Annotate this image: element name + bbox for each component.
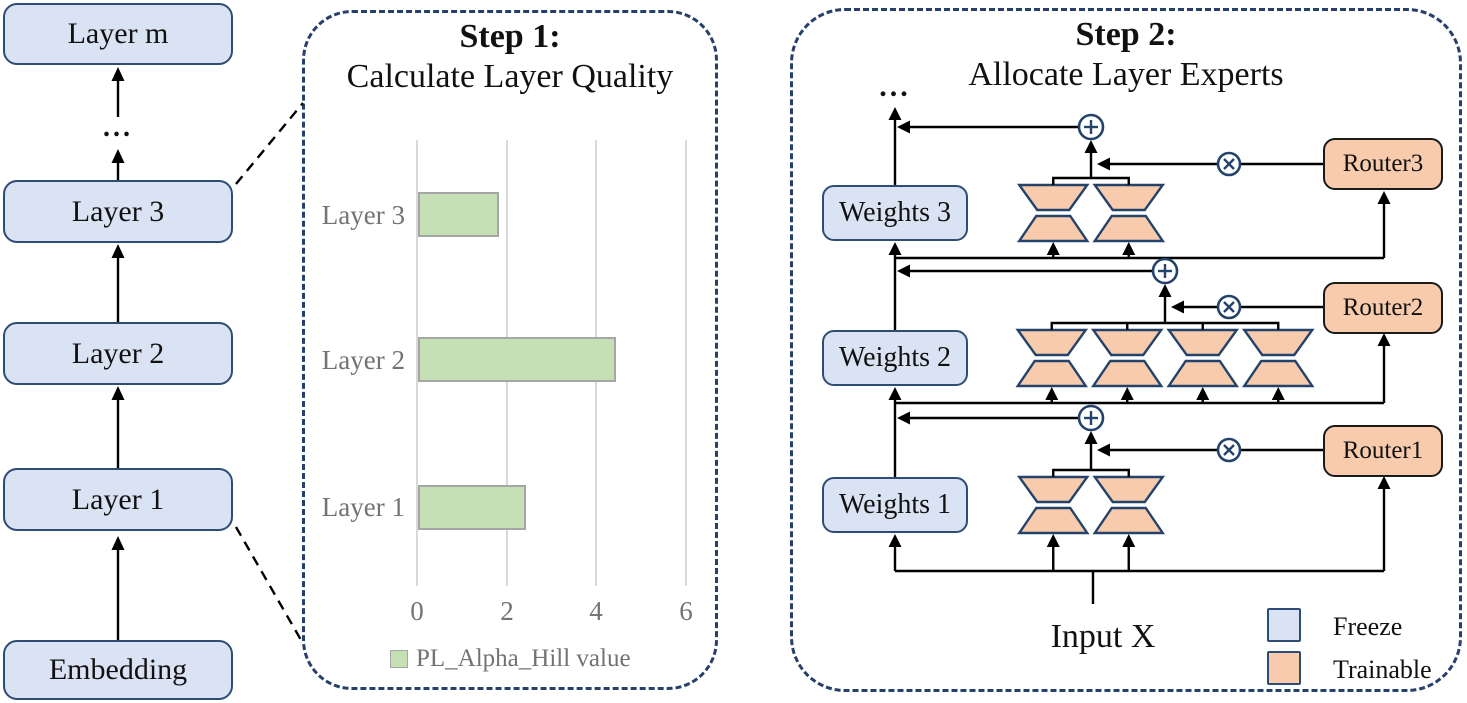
expert-shape	[1090, 328, 1164, 357]
expert-shape	[1092, 214, 1166, 243]
step1-panel	[302, 10, 718, 690]
chart-tick-label: 4	[589, 596, 603, 626]
expert-group-row-2	[1015, 284, 1315, 403]
weights2-label: Weights 2	[838, 342, 952, 373]
layer-box-1: Layer 1	[3, 468, 233, 531]
stack-ellipsis: ...	[103, 112, 133, 143]
weights3-label: Weights 3	[838, 197, 952, 228]
chart-tick-label: 2	[500, 596, 514, 626]
weights1-label: Weights 1	[838, 489, 952, 520]
expert-shape	[1092, 183, 1166, 212]
expert-shape	[1016, 506, 1090, 535]
expert-shape	[1241, 328, 1315, 357]
layer-box-m: Layer m	[3, 3, 233, 65]
chart-tick-label: 6	[679, 596, 693, 626]
chart-category-label: Layer 2	[321, 345, 405, 375]
chart-bar-layer2	[418, 337, 616, 382]
times-circle-icon	[1216, 437, 1242, 463]
expert-group-row-3	[1016, 140, 1166, 258]
step1-subtitle: Calculate Layer Quality	[346, 58, 674, 95]
router1-box: Router1	[1323, 425, 1443, 477]
plus-circle-icon	[1077, 404, 1105, 432]
chart-legend-label: PL_Alpha_Hill value	[416, 645, 631, 672]
expert-shape	[1092, 475, 1166, 504]
expert-shape	[1016, 214, 1090, 243]
router3-label: Router3	[1342, 150, 1424, 177]
step2-title: Step 2:	[1075, 16, 1177, 53]
expert-shape	[1090, 359, 1164, 388]
input-x-label: Input X	[1050, 618, 1156, 655]
layer-box-2: Layer 2	[3, 322, 233, 385]
legend-trainable-label: Trainable	[1333, 655, 1432, 684]
expert-shape	[1016, 475, 1090, 504]
expert-shape	[1092, 506, 1166, 535]
chart-legend: PL_Alpha_Hill value	[390, 645, 631, 673]
embedding-box-label: Embedding	[48, 653, 188, 686]
chart-bar-layer1	[418, 485, 526, 530]
router2-label: Router2	[1342, 294, 1424, 321]
chart-tick-label: 0	[410, 596, 424, 626]
layer1-expert-wiring	[888, 387, 1391, 604]
step1-title: Step 1:	[459, 18, 561, 55]
output-ellipsis: ...	[879, 70, 911, 103]
chart-bar-layer3	[418, 192, 499, 237]
zoom-connector-lines	[234, 102, 304, 641]
expert-shape	[1166, 328, 1240, 357]
layer-box-m-label: Layer m	[67, 17, 169, 50]
layer-box-3: Layer 3	[3, 180, 233, 243]
step2-subtitle: Allocate Layer Experts	[968, 56, 1284, 93]
plus-circle-icon	[1077, 113, 1105, 141]
chart-gridline	[416, 140, 418, 586]
legend-freeze-swatch	[1267, 608, 1301, 642]
expert-shape	[1015, 328, 1089, 357]
chart-legend-swatch	[390, 650, 408, 668]
plus-circle-icon	[1151, 257, 1179, 285]
expert-shape	[1166, 359, 1240, 388]
router2-box: Router2	[1323, 282, 1443, 334]
weights3-box: Weights 3	[822, 185, 968, 241]
step2-panel	[790, 8, 1462, 692]
weights1-box: Weights 1	[822, 477, 968, 533]
expert-shape	[1016, 183, 1090, 212]
router3-box: Router3	[1323, 138, 1443, 190]
expert-shape	[1015, 359, 1089, 388]
weights2-box: Weights 2	[822, 330, 968, 386]
chart-gridline	[685, 140, 687, 586]
legend-trainable-swatch	[1267, 651, 1301, 685]
layer3-expert-wiring	[888, 107, 1391, 260]
layer-box-1-label: Layer 1	[71, 482, 165, 516]
chart-category-label: Layer 3	[321, 200, 405, 230]
times-circle-icon	[1216, 151, 1242, 177]
times-circle-icon	[1216, 294, 1242, 320]
legend-freeze-label: Freeze	[1333, 612, 1403, 641]
expert-group-row-1	[1016, 431, 1166, 571]
expert-shape	[1241, 359, 1315, 388]
chart-category-label: Layer 1	[321, 492, 405, 522]
layer-box-3-label: Layer 3	[71, 194, 165, 228]
embedding-box: Embedding	[3, 640, 233, 700]
layer-box-2-label: Layer 2	[71, 336, 165, 370]
layer2-expert-wiring	[888, 242, 1391, 405]
router1-label: Router1	[1342, 437, 1424, 464]
